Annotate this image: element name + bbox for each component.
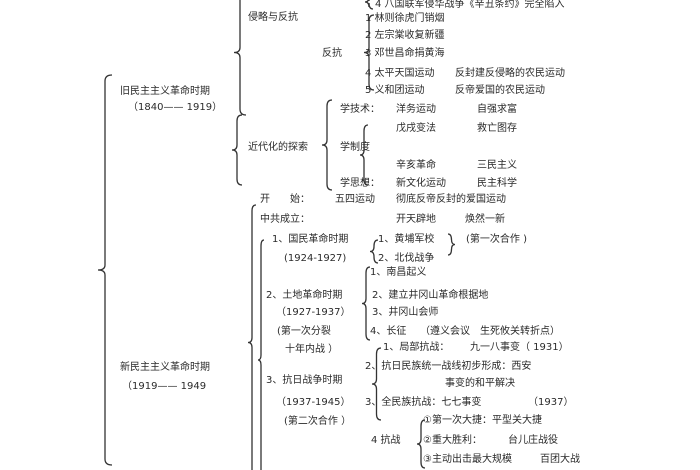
label: 洋务运动 <box>396 104 436 115</box>
label: 开 始： <box>260 194 310 205</box>
label: 开天辟地 <box>396 214 436 225</box>
brace <box>247 204 257 470</box>
label: 学制度 <box>340 142 370 153</box>
label: 2 左宗棠收复新疆 <box>365 30 445 41</box>
label: 民主科学 <box>477 178 517 189</box>
label: 事变的和平解决 <box>445 378 515 389</box>
label: 戊戌变法 <box>396 123 436 134</box>
label: 新文化运动 <box>396 178 446 189</box>
brace <box>447 233 456 256</box>
label: 3、抗日战争时期 <box>266 375 343 386</box>
label: 2、土地革命时期 <box>266 290 343 301</box>
label: 1、局部抗战： <box>383 342 450 353</box>
label: 彻底反帝反封的爱国运动 <box>396 194 506 205</box>
label: 1、南昌起义 <box>370 267 427 278</box>
label: （1927-1937） <box>276 307 351 318</box>
brace <box>231 114 243 186</box>
label: 反抗 <box>322 48 342 59</box>
label: 反封建反侵略的农民运动 <box>455 68 565 79</box>
period-title: 旧民主主义革命时期 <box>120 86 210 97</box>
brace <box>257 239 265 470</box>
brace <box>364 0 374 10</box>
brace <box>97 74 113 466</box>
label: 4 八国联军侵华战争《辛丑条约》完全陷入 <box>375 0 565 10</box>
label: (第一次合作 ) <box>466 234 527 245</box>
label: 三民主义 <box>477 160 517 171</box>
label: 5 义和团运动 <box>365 85 425 96</box>
label: (1924-1927) <box>284 253 347 264</box>
label: 十年内战 ） <box>285 344 339 355</box>
brace <box>233 0 247 116</box>
brace <box>371 347 382 421</box>
label: ①第一次大捷：平型关大捷 <box>423 415 542 426</box>
label: ②重大胜利： <box>423 435 482 446</box>
label: 学思想： <box>340 178 380 189</box>
period-years: （1840—— 1919） <box>128 102 223 113</box>
brace <box>369 239 379 264</box>
label: 焕然一新 <box>465 214 505 225</box>
label: 学技术： <box>340 104 380 115</box>
label: 3、井冈山会师 <box>372 307 439 318</box>
label: 五四运动 <box>335 194 375 205</box>
label: （遵义会议 生死攸关转折点） <box>420 326 560 337</box>
label: 2、抗日民族统一战线初步形成：西安 <box>365 361 532 372</box>
label: 反帝爱国的农民运动 <box>455 85 545 96</box>
label: 4 太平天国运动 <box>365 68 435 79</box>
label: 侵略与反抗 <box>248 12 298 23</box>
label: 3、全民族抗战：七七事变 <box>365 397 482 408</box>
label: 台儿庄战役 <box>508 435 558 446</box>
label: 1、黄埔军校 <box>378 234 435 245</box>
period-years: （1919—— 1949 <box>122 381 207 392</box>
label: （1937） <box>528 397 574 408</box>
label: 自强求富 <box>477 104 517 115</box>
label: 3 邓世昌命捐黄海 <box>365 48 445 59</box>
label: (第二次合作 ） <box>284 416 352 427</box>
label: 九一八事变（ 1931） <box>470 342 569 353</box>
brace <box>321 99 333 191</box>
label: （1937-1945） <box>276 397 351 408</box>
label: 1、国民革命时期 <box>272 234 349 245</box>
label: (第一次分裂 <box>277 326 331 337</box>
label: 1 林则徐虎门销烟 <box>365 13 445 24</box>
brace <box>359 124 369 186</box>
label: 近代化的探索 <box>248 142 308 153</box>
brace <box>416 419 426 469</box>
label: ③主动出击最大规模 <box>423 454 512 465</box>
brace <box>361 266 371 341</box>
period-title: 新民主主义革命时期 <box>120 362 210 373</box>
brace <box>363 14 375 91</box>
label: 百团大战 <box>540 454 580 465</box>
label: 救亡图存 <box>477 123 517 134</box>
label: 辛亥革命 <box>396 160 436 171</box>
label: 2、建立井冈山革命根据地 <box>372 290 489 301</box>
label: 中共成立： <box>260 214 310 225</box>
label: 4、长征 <box>370 326 407 337</box>
label: 2、北伐战争 <box>378 253 435 264</box>
label: 4 抗战 <box>371 435 401 446</box>
